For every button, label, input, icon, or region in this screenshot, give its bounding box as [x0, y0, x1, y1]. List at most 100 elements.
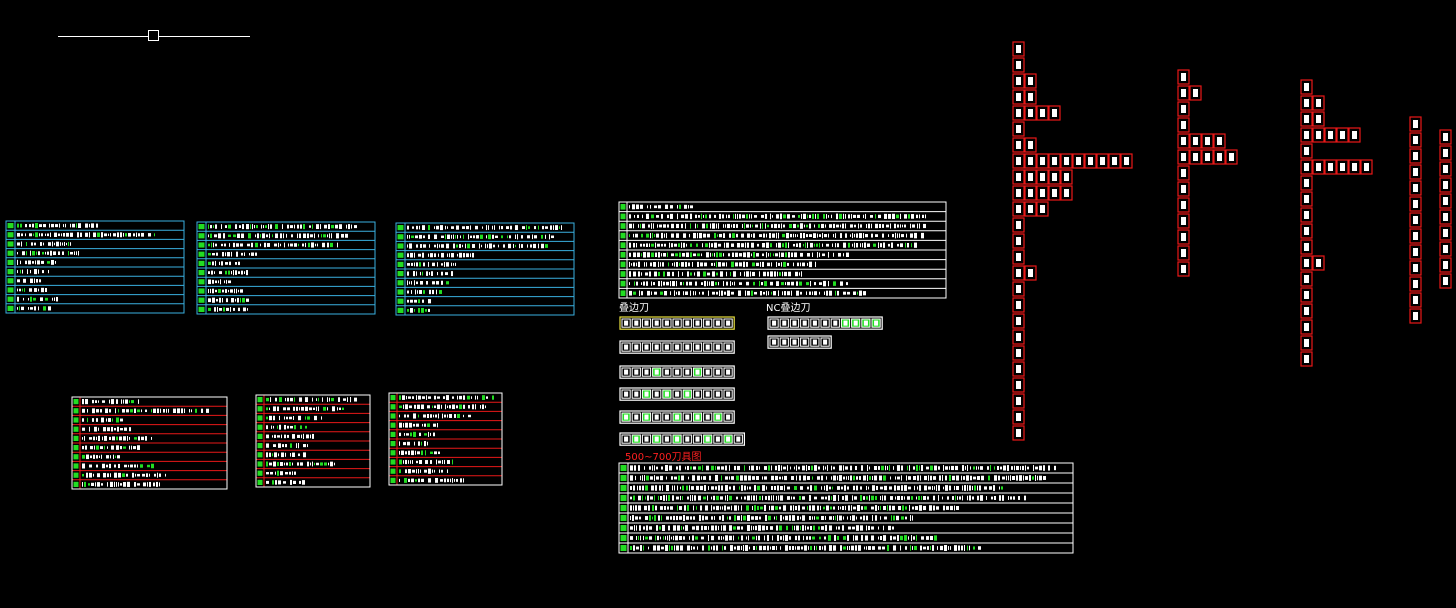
text-glyph: [78, 223, 81, 228]
text-glyph: [640, 545, 642, 551]
text-glyph: [853, 485, 855, 491]
text-glyph: [434, 244, 436, 248]
text-glyph: [979, 485, 981, 491]
text-glyph: [142, 473, 145, 477]
text-glyph: [662, 525, 665, 531]
tool-glyph: [1340, 131, 1345, 139]
text-glyph: [118, 409, 119, 413]
text-glyph: [149, 473, 150, 477]
cutter-glyph: [715, 344, 720, 350]
text-glyph: [677, 205, 678, 209]
text-glyph: [939, 475, 941, 481]
text-glyph: [417, 451, 420, 455]
text-glyph: [138, 233, 140, 237]
text-glyph: [742, 214, 745, 219]
text-glyph: [437, 262, 438, 267]
text-glyph: [1023, 475, 1024, 481]
text-glyph: [219, 308, 222, 311]
text-glyph: [665, 204, 668, 209]
crosshair-pickbox-icon: [148, 30, 159, 41]
row-number: [198, 242, 205, 248]
text-glyph: [21, 233, 23, 237]
text-glyph: [141, 436, 144, 441]
text-glyph: [269, 233, 270, 239]
text-glyph: [428, 478, 431, 483]
text-glyph: [913, 536, 915, 540]
text-glyph: [416, 262, 418, 267]
text-glyph: [96, 418, 98, 422]
text-glyph: [813, 233, 816, 239]
text-glyph: [268, 224, 269, 230]
cutter-glyph: [695, 369, 700, 375]
text-glyph: [42, 251, 44, 255]
text-glyph: [658, 205, 661, 209]
cutter-glyph: [644, 414, 649, 420]
text-glyph: [884, 485, 887, 491]
text-glyph: [657, 224, 658, 228]
text-glyph: [290, 397, 293, 402]
text-glyph: [260, 243, 261, 247]
text-glyph: [821, 496, 824, 500]
text-glyph: [964, 545, 965, 551]
text-glyph: [343, 398, 346, 401]
text-glyph: [23, 297, 24, 301]
text-glyph: [422, 225, 425, 231]
text-glyph: [824, 234, 827, 238]
text-glyph: [689, 233, 690, 238]
text-glyph: [112, 436, 115, 441]
text-glyph: [851, 505, 852, 511]
text-glyph: [427, 441, 428, 446]
text-glyph: [60, 242, 61, 246]
text-glyph: [912, 515, 913, 521]
tool-glyph: [1413, 136, 1418, 144]
text-glyph: [868, 486, 869, 490]
text-glyph: [235, 224, 237, 229]
text-glyph: [1029, 475, 1031, 481]
text-glyph: [650, 233, 651, 239]
tool-glyph: [1040, 205, 1045, 213]
text-glyph: [22, 288, 23, 292]
text-glyph: [687, 465, 689, 471]
text-glyph: [453, 263, 454, 266]
text-glyph: [819, 234, 821, 237]
text-glyph: [280, 243, 281, 247]
text-glyph: [244, 271, 245, 274]
row-number: [397, 261, 404, 267]
cutter-strip-frame: [767, 316, 883, 330]
text-glyph: [40, 297, 43, 302]
text-glyph: [792, 515, 795, 521]
text-glyph: [294, 425, 296, 430]
text-glyph: [663, 281, 665, 286]
text-glyph: [967, 545, 968, 551]
text-glyph: [754, 505, 756, 511]
text-glyph: [145, 436, 147, 441]
text-glyph: [872, 475, 873, 481]
text-glyph: [810, 525, 812, 531]
text-glyph: [687, 545, 690, 551]
text-glyph: [709, 214, 711, 219]
text-glyph: [681, 223, 683, 229]
text-glyph: [674, 290, 675, 296]
text-glyph: [498, 244, 499, 248]
text-glyph: [800, 486, 803, 490]
text-glyph: [416, 225, 418, 230]
text-glyph: [833, 495, 836, 501]
text-glyph: [734, 465, 736, 471]
text-glyph: [980, 466, 983, 470]
row-number: [620, 485, 627, 491]
text-glyph: [95, 482, 96, 487]
text-glyph: [399, 414, 400, 418]
text-glyph: [731, 291, 734, 295]
text-glyph: [703, 233, 706, 238]
text-glyph: [674, 262, 675, 267]
tool-glyph: [1304, 243, 1309, 251]
text-glyph: [636, 262, 637, 267]
text-glyph: [748, 475, 751, 481]
text-glyph: [444, 414, 446, 418]
row-number: [620, 495, 627, 501]
text-glyph: [84, 481, 86, 487]
text-glyph: [146, 473, 148, 478]
tool-glyph: [1413, 232, 1418, 240]
text-glyph: [697, 224, 698, 228]
